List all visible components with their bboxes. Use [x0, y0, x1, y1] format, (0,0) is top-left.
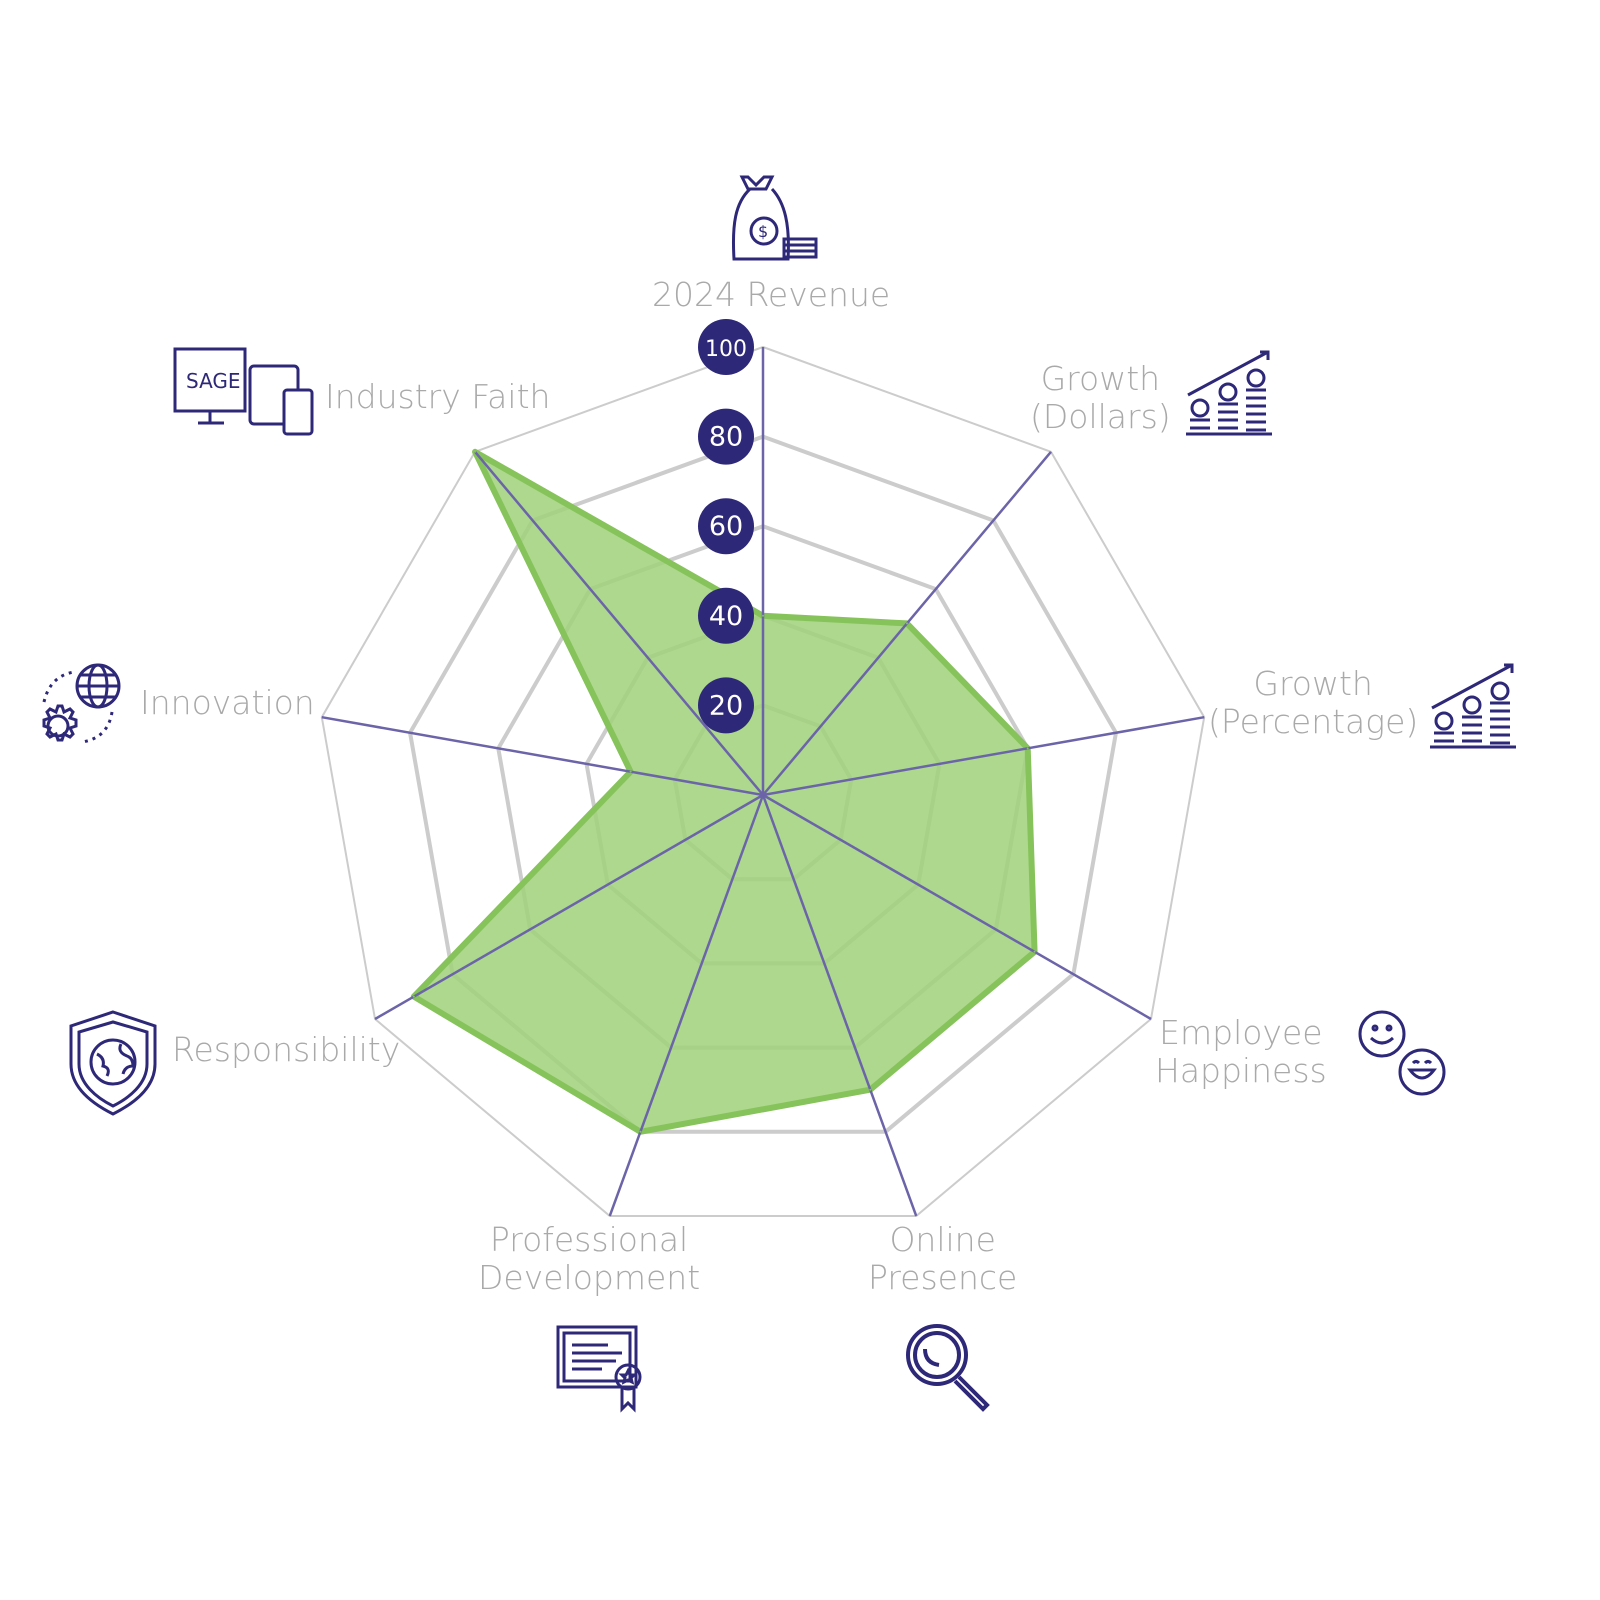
axis-label-revenue: 2024 Revenue — [652, 275, 891, 314]
axis-line-8 — [474, 451, 764, 796]
money-bag-icon: $ — [730, 175, 820, 269]
tick-label-80: 80 — [709, 422, 743, 453]
data-point-3 — [1033, 950, 1036, 953]
data-point-7 — [629, 770, 632, 773]
data-polygon — [410, 448, 1038, 1135]
axis-line-6 — [374, 793, 764, 1021]
smiley-faces-icon — [1358, 1010, 1448, 1104]
axis-label-growth-dollars: Growth(Dollars) — [1030, 359, 1171, 436]
svg-text:$: $ — [758, 222, 768, 241]
axis-label-responsibility: Responsibility — [172, 1030, 401, 1069]
grid-ring-100 — [320, 345, 1206, 1217]
sage-logo-text: SAGE — [186, 369, 241, 393]
tick-label-60: 60 — [709, 511, 743, 542]
tick-badge-20 — [698, 677, 754, 734]
tick-badge-100 — [698, 319, 754, 375]
data-point-1 — [905, 622, 908, 625]
tick-badge-60 — [698, 498, 754, 555]
axis-label-innovation: Innovation — [140, 683, 315, 722]
axis-line-7 — [321, 715, 764, 797]
data-point-0 — [762, 614, 764, 617]
tick-label-100: 100 — [705, 337, 747, 362]
magnifier-icon — [905, 1323, 995, 1417]
data-point-4 — [869, 1088, 872, 1091]
tick-label-40: 40 — [709, 601, 743, 632]
axis-line-2 — [762, 715, 1205, 797]
data-point-6 — [412, 995, 415, 998]
growth-coins-icon-2 — [1430, 663, 1520, 757]
shield-globe-icon — [69, 1010, 159, 1120]
data-point-5 — [639, 1130, 642, 1133]
tick-badge-80 — [698, 408, 754, 465]
globe-gear-icon — [34, 662, 126, 758]
axis-line-3 — [762, 793, 1152, 1021]
axis-line-4 — [761, 794, 918, 1217]
certificate-icon — [556, 1325, 646, 1419]
axis-line-5 — [608, 794, 765, 1217]
tick-label-20: 20 — [709, 690, 743, 721]
tick-badge-40 — [698, 587, 754, 644]
grid-ring-80 — [407, 434, 1119, 1134]
axis-label-growth-percentage: Growth(Percentage) — [1208, 664, 1419, 741]
devices-icon: SAGE — [173, 347, 316, 442]
axis-label-industry-faith: Industry Faith — [325, 377, 551, 416]
growth-coins-icon — [1186, 350, 1276, 444]
data-point-8 — [474, 450, 477, 453]
data-point-2 — [1026, 747, 1029, 750]
